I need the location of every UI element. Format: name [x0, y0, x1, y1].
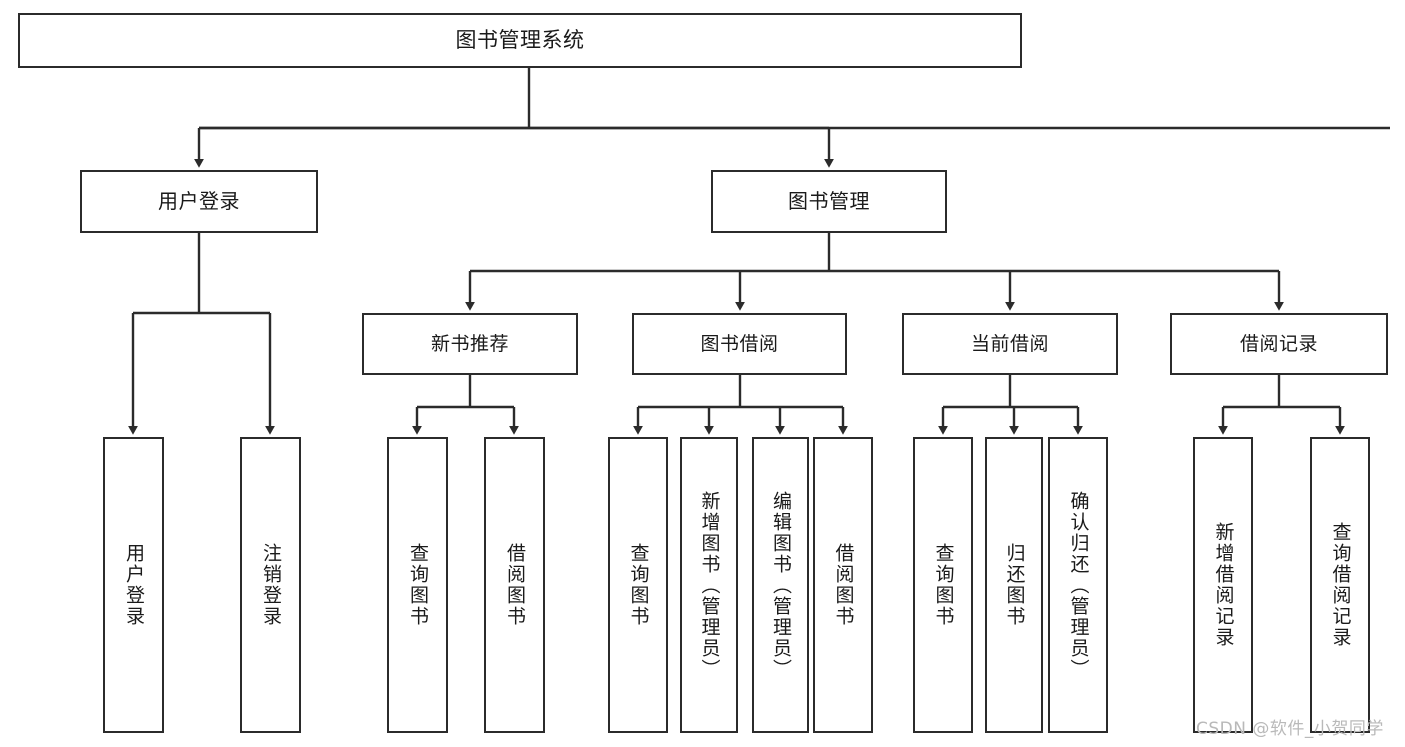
node-book-management[interactable]: 图书管理: [711, 170, 947, 233]
leaf-query-borrow-record-label: 查询借阅记录: [1329, 522, 1352, 648]
leaf-edit-book-admin[interactable]: 编辑图书（管理员）: [752, 437, 809, 733]
leaf-borrow-book-newbook[interactable]: 借阅图书: [484, 437, 545, 733]
leaf-query-book-newbook[interactable]: 查询图书: [387, 437, 448, 733]
node-user-login-label: 用户登录: [158, 188, 240, 213]
leaf-add-borrow-record-label: 新增借阅记录: [1212, 522, 1235, 648]
node-root[interactable]: 图书管理系统: [18, 13, 1022, 68]
leaf-return-book-label: 归还图书: [1003, 543, 1026, 627]
leaf-query-book-current-label: 查询图书: [932, 543, 955, 627]
leaf-edit-book-admin-label: 编辑图书（管理员）: [770, 490, 792, 680]
node-new-book-recommend[interactable]: 新书推荐: [362, 313, 578, 375]
leaf-borrow-book-newbook-label: 借阅图书: [504, 543, 526, 627]
node-user-login[interactable]: 用户登录: [80, 170, 318, 233]
node-borrow-record-label: 借阅记录: [1239, 332, 1318, 355]
node-book-management-label: 图书管理: [788, 188, 870, 213]
node-book-borrow[interactable]: 图书借阅: [632, 313, 847, 375]
node-new-book-recommend-label: 新书推荐: [430, 332, 509, 355]
leaf-borrow-book-label: 借阅图书: [832, 543, 855, 627]
leaf-user-login-label: 用户登录: [123, 543, 145, 627]
node-borrow-record[interactable]: 借阅记录: [1170, 313, 1388, 375]
node-book-borrow-label: 图书借阅: [700, 332, 779, 355]
leaf-confirm-return-admin-label: 确认归还（管理员）: [1067, 490, 1090, 680]
leaf-query-book-current[interactable]: 查询图书: [913, 437, 973, 733]
leaf-confirm-return-admin[interactable]: 确认归还（管理员）: [1048, 437, 1108, 733]
leaf-add-borrow-record[interactable]: 新增借阅记录: [1193, 437, 1253, 733]
leaf-return-book[interactable]: 归还图书: [985, 437, 1043, 733]
leaf-query-book-newbook-label: 查询图书: [407, 543, 429, 627]
leaf-borrow-book[interactable]: 借阅图书: [813, 437, 873, 733]
node-current-borrow[interactable]: 当前借阅: [902, 313, 1118, 375]
leaf-user-login[interactable]: 用户登录: [103, 437, 164, 733]
leaf-query-book-borrow[interactable]: 查询图书: [608, 437, 668, 733]
leaf-query-borrow-record[interactable]: 查询借阅记录: [1310, 437, 1370, 733]
leaf-logout[interactable]: 注销登录: [240, 437, 301, 733]
node-current-borrow-label: 当前借阅: [970, 332, 1049, 355]
leaf-add-book-admin[interactable]: 新增图书（管理员）: [680, 437, 738, 733]
leaf-add-book-admin-label: 新增图书（管理员）: [698, 490, 721, 680]
leaf-query-book-borrow-label: 查询图书: [627, 543, 650, 627]
csdn-watermark: CSDN @软件_小贺同学: [1196, 719, 1384, 739]
leaf-logout-label: 注销登录: [260, 543, 282, 627]
node-root-label: 图书管理系统: [455, 28, 585, 53]
